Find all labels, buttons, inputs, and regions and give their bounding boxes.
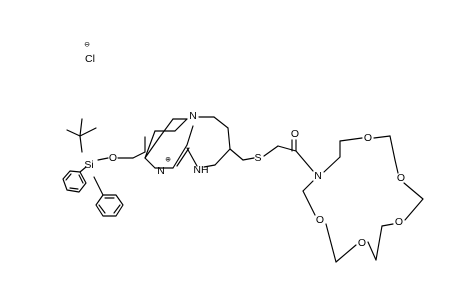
bond xyxy=(339,137,363,142)
nitrogen-atom-crown: N xyxy=(314,170,322,182)
bond xyxy=(302,190,316,216)
bond xyxy=(144,137,160,159)
bond xyxy=(65,173,72,181)
bond xyxy=(263,145,279,157)
oxygen-atom-crown-2: O xyxy=(397,172,405,184)
phenyl-ring-left xyxy=(62,166,87,193)
phenyl-ring-right xyxy=(93,176,124,217)
nitrogen-atom-cationic: N xyxy=(157,165,165,177)
bond xyxy=(367,241,377,261)
bond xyxy=(132,151,146,159)
oxygen-atom-crown-5: O xyxy=(316,214,324,226)
bond xyxy=(227,127,231,150)
bond xyxy=(403,182,424,200)
chloride-counterion: Cl ⊖ xyxy=(84,42,95,66)
bond xyxy=(93,176,104,196)
bond xyxy=(144,130,156,159)
bond xyxy=(295,150,314,172)
bond xyxy=(176,147,190,167)
bond xyxy=(302,180,314,192)
bond xyxy=(325,223,337,263)
bond xyxy=(172,144,188,169)
bond xyxy=(404,198,424,221)
chloride-symbol: Cl xyxy=(85,53,95,65)
nitrogen-atom-bridge: N xyxy=(189,110,197,122)
oxygen-atom-crown-3: O xyxy=(395,216,403,228)
bond xyxy=(174,118,188,132)
silyl-ether-linkage xyxy=(97,136,146,161)
bond xyxy=(79,127,97,137)
bond xyxy=(78,174,84,184)
bond xyxy=(242,157,255,161)
nh-group: N​H xyxy=(193,164,208,176)
tert-butyl-group xyxy=(66,118,97,153)
bond xyxy=(79,135,83,153)
bond xyxy=(375,225,383,261)
cation-charge: ⊕ xyxy=(165,157,171,164)
bond xyxy=(277,145,297,152)
sulfur-atom: S xyxy=(254,152,261,164)
oxygen-atom-silyl: O xyxy=(109,152,117,164)
oxygen-atom-carbonyl: O xyxy=(291,128,299,140)
chloride-charge: ⊖ xyxy=(84,42,90,49)
bond xyxy=(373,135,391,139)
bond xyxy=(62,170,87,193)
bond xyxy=(229,148,244,161)
bond xyxy=(203,164,216,168)
bond xyxy=(389,135,396,161)
bond xyxy=(69,187,79,190)
bond xyxy=(98,204,106,214)
bond xyxy=(113,204,121,214)
bond xyxy=(186,147,198,167)
bond xyxy=(79,166,87,173)
bond xyxy=(158,118,174,139)
bond xyxy=(97,157,109,161)
bond xyxy=(323,156,341,173)
silicon-atom: Si xyxy=(84,159,93,171)
bond xyxy=(213,116,229,129)
aza-crown-ether-ring xyxy=(302,135,424,263)
bond xyxy=(186,125,194,146)
bond xyxy=(95,194,124,217)
bond xyxy=(335,244,357,263)
bond xyxy=(394,159,399,174)
bicyclic-guanidine-core xyxy=(144,116,255,169)
bond xyxy=(381,223,394,227)
thioether-amide-chain xyxy=(263,139,314,172)
bond xyxy=(79,118,83,137)
bond xyxy=(214,148,231,166)
bond xyxy=(144,157,156,169)
oxygen-atom-crown-1: O xyxy=(364,132,372,144)
bond xyxy=(66,129,81,137)
oxygen-atom-crown-4: O xyxy=(358,237,366,249)
